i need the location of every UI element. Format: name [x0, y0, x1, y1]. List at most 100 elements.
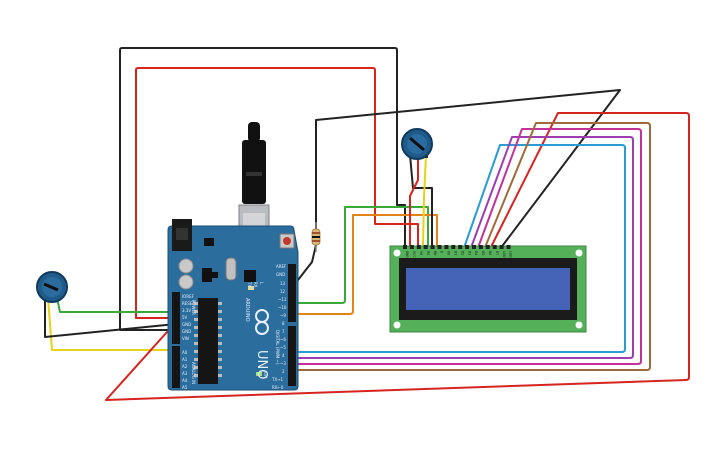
lcd-pin[interactable] [492, 245, 497, 249]
wire-red-lcdpot[interactable] [409, 154, 419, 246]
lcd-pin-label: RS [426, 251, 430, 255]
lcd-pin[interactable] [485, 245, 490, 249]
digital-header-label: DIGITAL (PWM ~) [275, 330, 280, 365]
wires [44, 47, 690, 401]
lcd-pin[interactable] [506, 245, 511, 249]
lcd-pin[interactable] [437, 245, 442, 249]
digital-header-bottom [288, 326, 296, 386]
pin-label-4: 4 [282, 353, 285, 358]
power-pin-labels: IOREF RESET 3.3V 5V GND GND VIN A0 A1 A2… [182, 294, 195, 390]
lcd-pin[interactable] [451, 245, 456, 249]
lcd-pin-label: E [440, 251, 444, 253]
arduino-uno-board[interactable]: UNO ARDUINO DIGITAL (PWM ~) ANALOG IN PO… [167, 122, 299, 391]
lcd-screen [406, 268, 570, 310]
pin-label-8: 8 [282, 321, 285, 326]
pin-label-3v3: 3.3V [182, 308, 191, 313]
lcd-pin-label: D3 [467, 251, 471, 255]
lcd-pin-label: D0 [447, 251, 451, 255]
lcd-pin-label: V0 [419, 251, 423, 255]
wire-green-pot[interactable] [54, 288, 177, 313]
wire-black-pot-gnd[interactable] [44, 297, 177, 338]
pin-label-2: 2 [282, 369, 285, 374]
on-led [256, 372, 262, 376]
digital-header-top [288, 264, 296, 322]
lcd-pin[interactable] [499, 245, 504, 249]
lcd-pin-label: D7 [495, 251, 499, 255]
atmega-chip [198, 298, 218, 384]
wire-brown-d2[interactable] [293, 122, 651, 371]
lcd-pin-label: D2 [460, 251, 464, 255]
wire-blue-d5[interactable] [293, 144, 626, 353]
lcd-pin-label: D5 [481, 251, 485, 255]
pin-label-a1: A1 [182, 357, 188, 362]
lcd-pin-label: VCC [412, 251, 416, 258]
lcd-pin-label: LED [502, 251, 506, 258]
power-header [172, 292, 180, 344]
potentiometer-contrast[interactable] [401, 128, 433, 160]
pin-label-10: ~10 [278, 305, 287, 310]
capacitor-2 [178, 274, 194, 290]
pin-label-gnd2: GND [182, 329, 191, 334]
lcd-pin[interactable] [444, 245, 449, 249]
lcd-pin[interactable] [465, 245, 470, 249]
pin-label-a2: A2 [182, 364, 188, 369]
wire-black-lcd-gnd[interactable] [297, 89, 621, 281]
pin-label-0: RX←0 [272, 385, 284, 390]
pin-label-a3: A3 [182, 371, 188, 376]
crystal [225, 257, 237, 281]
lcd-pin[interactable] [430, 245, 435, 249]
capacitor-1 [178, 258, 194, 274]
lcd-pin[interactable] [416, 245, 421, 249]
brand-label: ARDUINO [244, 298, 250, 322]
rx-label: RX [253, 282, 258, 288]
pin-label-11: ~11 [278, 297, 287, 302]
lcd-pin-label: D1 [454, 251, 458, 255]
pin-label-gnd1: GND [182, 322, 191, 327]
lcd-pin[interactable] [458, 245, 463, 249]
lcd-pin[interactable] [472, 245, 476, 249]
pin-label-12: 12 [280, 289, 286, 294]
power-header-label: POWER [191, 300, 196, 315]
pin-label-1: TX→1 [271, 377, 284, 382]
analog-header [172, 346, 180, 388]
on-label: ON [263, 372, 268, 378]
lcd-pin[interactable] [423, 245, 428, 249]
wire-orange-d11[interactable] [293, 214, 438, 315]
pin-label-a0: A0 [182, 350, 188, 355]
wire-red-backlight[interactable] [105, 112, 690, 401]
lcd-pin[interactable] [409, 245, 414, 249]
lcd-pin-label: RW [433, 251, 437, 256]
wire-magenta-d3[interactable] [293, 128, 642, 365]
digital-pin-labels: AREF GND 13 12 ~11 ~10 ~9 8 7 ~6 ~5 4 ~3… [271, 264, 287, 390]
pin-label-vin: VIN [182, 336, 189, 341]
pin-label-a5: A5 [182, 385, 188, 390]
arduino-logo [255, 309, 269, 335]
wire-purple-d4[interactable] [293, 136, 634, 359]
wire-green-d12[interactable] [293, 206, 429, 304]
lcd-pin-label: D6 [488, 251, 492, 255]
potentiometer-left[interactable] [36, 271, 68, 303]
lcd-pin[interactable] [478, 245, 483, 249]
pin-label-reset: RESET [182, 301, 195, 306]
wire-yellow-a0[interactable] [47, 297, 177, 351]
lcd-pin-label: D4 [474, 251, 478, 255]
board-label-uno: UNO [254, 350, 269, 379]
resistor[interactable] [311, 222, 321, 252]
pin-label-a4: A4 [182, 378, 188, 383]
l-label: L [259, 282, 264, 285]
pin-label-6: ~6 [280, 337, 286, 342]
lcd-pin-label: GND [405, 251, 409, 258]
pin-label-5v: 5V [182, 315, 188, 320]
wire-black-lcdpot[interactable] [409, 154, 433, 246]
pin-label-7: 7 [282, 329, 285, 334]
pin-label-aref: AREF [276, 264, 287, 269]
lcd-pin[interactable] [403, 245, 407, 249]
pin-label-3: ~3 [280, 361, 286, 366]
pin-label-9: ~9 [280, 313, 286, 318]
analog-header-label: ANALOG IN [191, 362, 196, 384]
pin-label-ioref: IOREF [182, 294, 195, 299]
wire-yellow-lcdpot[interactable] [422, 154, 427, 246]
